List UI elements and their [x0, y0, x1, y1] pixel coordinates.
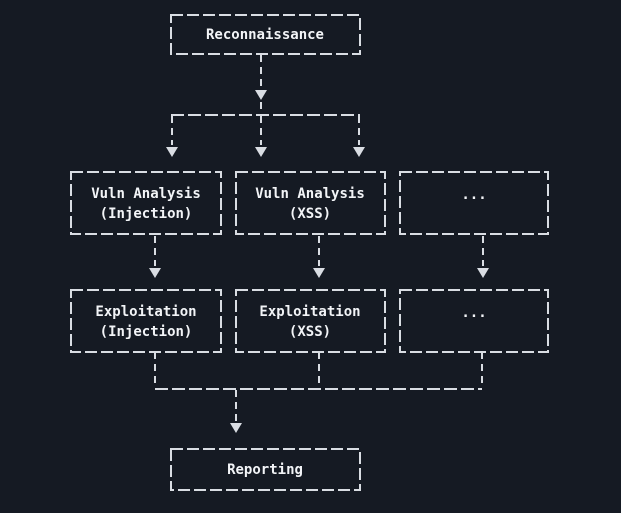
- node-exploitation-other-box: [399, 289, 549, 353]
- node-vuln-analysis-xss: Vuln Analysis (XSS): [235, 171, 386, 235]
- arrowhead-icon: [477, 268, 489, 278]
- arrowhead-icon: [255, 90, 267, 100]
- node-reporting-label: Reporting: [227, 462, 303, 478]
- node-vuln-analysis-xss-box: [235, 171, 386, 235]
- branch-merge: [154, 352, 483, 433]
- node-reporting-box: [170, 448, 361, 491]
- node-label-line2: (Injection): [100, 206, 193, 222]
- arrowhead-icon: [166, 147, 178, 157]
- node-label-ellipsis: ...: [461, 187, 486, 203]
- node-vuln-analysis-other: ...: [399, 171, 549, 235]
- node-vuln-analysis-injection-box: [70, 171, 222, 235]
- branch-split: [166, 114, 365, 157]
- node-exploitation-xss-box: [235, 289, 386, 353]
- node-label-line2: (XSS): [289, 324, 331, 340]
- node-vuln-analysis-injection: Vuln Analysis (Injection): [70, 171, 222, 235]
- node-label-line1: Vuln Analysis: [255, 186, 365, 202]
- node-label-ellipsis: ...: [461, 305, 486, 321]
- node-reconnaissance: Reconnaissance: [170, 14, 361, 55]
- node-exploitation-injection-box: [70, 289, 222, 353]
- node-reconnaissance-label: Reconnaissance: [206, 27, 324, 43]
- edge-vuln-to-exploit-other: [477, 236, 489, 278]
- arrowhead-icon: [149, 268, 161, 278]
- node-vuln-analysis-other-box: [399, 171, 549, 235]
- edge-recon-to-branch: [255, 55, 267, 114]
- node-label-line1: Vuln Analysis: [91, 186, 201, 202]
- node-reporting: Reporting: [170, 448, 361, 491]
- arrowhead-icon: [313, 268, 325, 278]
- arrowhead-icon: [255, 147, 267, 157]
- node-exploitation-injection: Exploitation (Injection): [70, 289, 222, 353]
- arrowhead-icon: [353, 147, 365, 157]
- node-label-line2: (Injection): [100, 324, 193, 340]
- node-label-line1: Exploitation: [259, 304, 360, 320]
- node-reconnaissance-box: [170, 14, 361, 55]
- node-exploitation-xss: Exploitation (XSS): [235, 289, 386, 353]
- edge-vuln-to-exploit-injection: [149, 236, 161, 278]
- edge-vuln-to-exploit-xss: [313, 236, 325, 278]
- node-label-line1: Exploitation: [95, 304, 196, 320]
- arrowhead-icon: [230, 423, 242, 433]
- node-label-line2: (XSS): [289, 206, 331, 222]
- node-exploitation-other: ...: [399, 289, 549, 353]
